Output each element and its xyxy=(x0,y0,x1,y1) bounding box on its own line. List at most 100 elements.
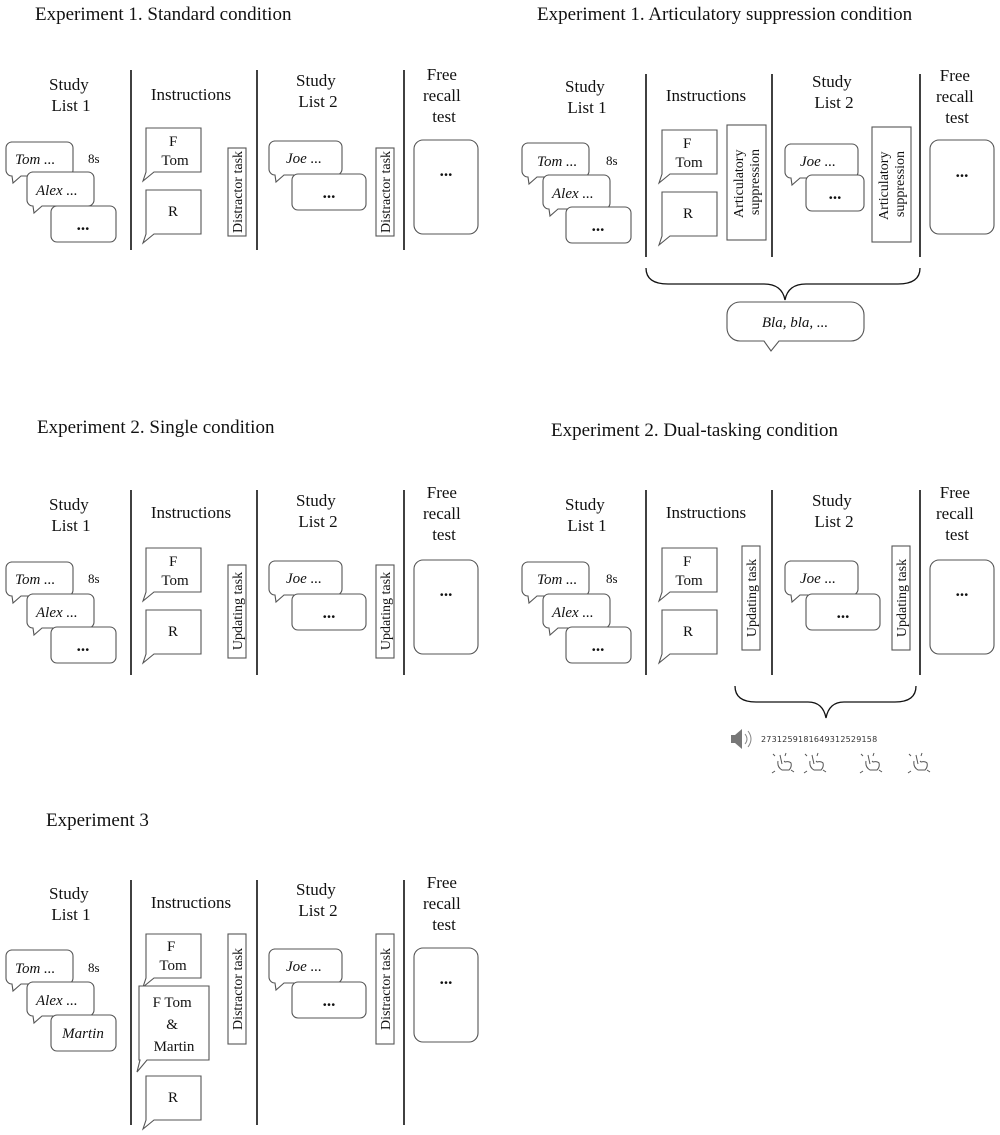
recall-box xyxy=(413,947,479,1043)
speaker-icon xyxy=(731,729,752,749)
tapping-hand-icon xyxy=(771,752,795,774)
word-card xyxy=(50,205,117,243)
forget-cue: F Tom xyxy=(675,554,703,589)
instruction-bubble xyxy=(657,191,718,247)
word-card xyxy=(26,171,95,215)
updating-task-box xyxy=(891,545,911,651)
word-ellipsis: ... xyxy=(837,603,850,622)
word-ellipsis: ... xyxy=(829,184,842,203)
forget-cue: F Tom xyxy=(159,939,187,974)
study-list-2-label: Study List 2 xyxy=(296,71,340,111)
panel-exp1-standard: Experiment 1. Standard condition Study L… xyxy=(5,4,479,250)
tapping-hand-icon xyxy=(907,752,931,774)
recall-box xyxy=(413,139,479,235)
word-tom: Tom ... xyxy=(15,961,55,977)
word-martin: Martin xyxy=(61,1026,104,1042)
study-list-2-label: Study List 2 xyxy=(812,72,856,112)
instruction-bubble xyxy=(141,189,202,245)
duration-label: 8s xyxy=(606,153,618,168)
recall-ellipsis: ... xyxy=(440,969,453,988)
word-ellipsis: ... xyxy=(592,636,605,655)
instructions-label: Instructions xyxy=(151,503,231,522)
word-card xyxy=(784,560,859,604)
panel-exp2-single: Experiment 2. Single condition Study Lis… xyxy=(5,417,479,675)
word-card xyxy=(268,140,343,184)
duration-label: 8s xyxy=(88,960,100,975)
word-alex: Alex ... xyxy=(35,605,78,621)
word-ellipsis: ... xyxy=(323,991,336,1010)
forget-cue: F Tom xyxy=(161,134,189,169)
recall-box xyxy=(929,559,995,655)
word-card xyxy=(268,948,343,992)
word-alex: Alex ... xyxy=(35,993,78,1009)
distractor-task-box xyxy=(375,933,395,1045)
word-joe: Joe ... xyxy=(286,151,322,167)
updating-task-label: Updating task xyxy=(379,572,394,650)
speech-bubble xyxy=(726,301,865,352)
remember-cue: R xyxy=(168,624,178,640)
panel-exp1-articulatory: Experiment 1. Articulatory suppression c… xyxy=(521,4,995,352)
word-card xyxy=(291,593,367,631)
distractor-task-box xyxy=(227,933,247,1045)
word-tom: Tom ... xyxy=(15,152,55,168)
duration-label: 8s xyxy=(88,571,100,586)
instruction-bubble xyxy=(141,547,202,603)
articulatory-suppression-box xyxy=(871,126,912,243)
panel-title: Experiment 3 xyxy=(46,810,149,831)
instruction-bubble xyxy=(141,933,202,989)
remember-cue: R xyxy=(168,1090,178,1106)
tapping-hand-icon xyxy=(859,752,883,774)
updating-task-label: Updating task xyxy=(231,572,246,650)
panel-title: Experiment 1. Articulatory suppression c… xyxy=(537,4,913,25)
forget-cue-two: F Tom & Martin xyxy=(153,995,196,1055)
study-list-1-label: Study List 1 xyxy=(49,495,93,535)
distractor-task-label: Distractor task xyxy=(231,151,246,233)
free-recall-label: Free recall test xyxy=(936,66,978,127)
instruction-bubble xyxy=(136,985,210,1073)
grouping-brace xyxy=(734,685,917,719)
word-card xyxy=(521,561,590,605)
word-card xyxy=(50,626,117,664)
word-alex: Alex ... xyxy=(551,186,594,202)
free-recall-label: Free recall test xyxy=(423,873,465,934)
study-list-1-label: Study List 1 xyxy=(565,77,609,117)
study-list-2-label: Study List 2 xyxy=(812,491,856,531)
digit-stream: 2731259181649312529158 xyxy=(761,735,877,744)
word-alex: Alex ... xyxy=(35,183,78,199)
word-card xyxy=(50,1014,117,1052)
duration-label: 8s xyxy=(88,151,100,166)
word-card xyxy=(268,560,343,604)
distractor-task-label: Distractor task xyxy=(379,151,394,233)
articulatory-suppression-label: Articulatory suppression xyxy=(732,146,763,218)
distractor-task-label: Distractor task xyxy=(231,948,246,1030)
free-recall-label: Free recall test xyxy=(423,483,465,544)
articulatory-suppression-label: Articulatory suppression xyxy=(877,148,908,220)
updating-task-box xyxy=(227,564,247,659)
word-ellipsis: ... xyxy=(77,636,90,655)
instructions-label: Instructions xyxy=(151,85,231,104)
instruction-bubble xyxy=(141,127,202,183)
word-card xyxy=(5,561,74,605)
instructions-label: Instructions xyxy=(151,893,231,912)
study-list-1-label: Study List 1 xyxy=(49,884,93,924)
word-ellipsis: ... xyxy=(323,603,336,622)
word-card xyxy=(26,593,95,637)
word-card xyxy=(542,593,611,637)
recall-ellipsis: ... xyxy=(956,581,969,600)
word-card xyxy=(805,174,865,212)
instructions-label: Instructions xyxy=(666,86,746,105)
free-recall-label: Free recall test xyxy=(936,483,978,544)
distractor-task-box xyxy=(227,147,247,237)
free-recall-label: Free recall test xyxy=(423,65,465,126)
articulatory-suppression-box xyxy=(726,124,767,241)
word-card xyxy=(565,206,632,244)
tapping-hand-icon xyxy=(803,752,827,774)
word-joe: Joe ... xyxy=(286,959,322,975)
remember-cue: R xyxy=(683,206,693,222)
panel-title: Experiment 2. Dual-tasking condition xyxy=(551,420,839,441)
updating-task-box xyxy=(375,564,395,659)
instructions-label: Instructions xyxy=(666,503,746,522)
recall-ellipsis: ... xyxy=(440,581,453,600)
word-ellipsis: ... xyxy=(77,215,90,234)
